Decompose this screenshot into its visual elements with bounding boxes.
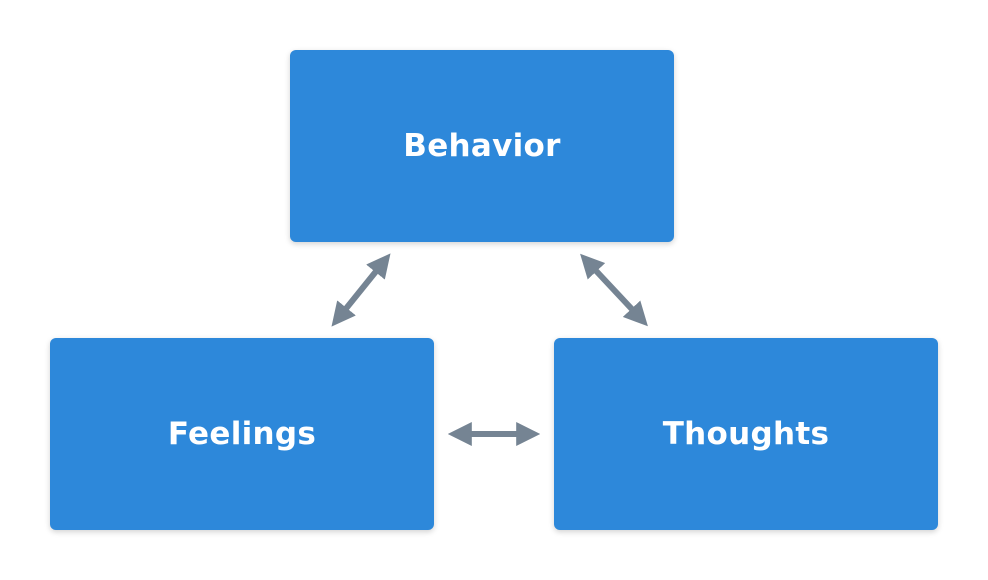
arrow-behavior-thoughts — [580, 253, 648, 327]
node-feelings: Feelings — [50, 338, 434, 530]
arrow-behavior-feelings — [331, 253, 391, 327]
node-thoughts-label: Thoughts — [662, 416, 830, 452]
node-thoughts: Thoughts — [554, 338, 938, 530]
node-behavior: Behavior — [290, 50, 674, 242]
node-feelings-label: Feelings — [167, 416, 317, 452]
node-behavior-label: Behavior — [403, 128, 561, 164]
